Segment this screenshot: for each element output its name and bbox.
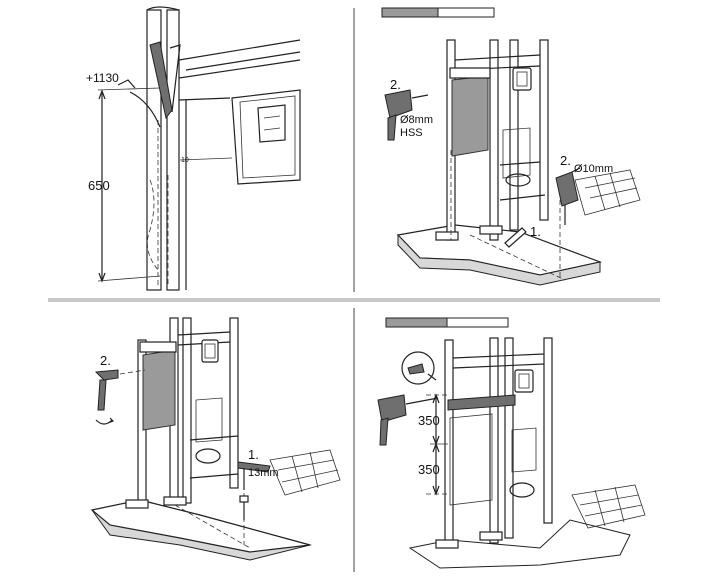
panel-marking-height: 10 +1130 650 (86, 6, 301, 291)
step-2-left: 2. (390, 77, 401, 92)
drill-spec-right: Ø10mm (574, 163, 613, 175)
drill-spec-line1: Ø8mm (400, 114, 433, 126)
dimension-650: 650 (88, 178, 110, 193)
bolt-wrench-icon (237, 461, 271, 520)
drill-icon-wall (377, 394, 439, 446)
wrench-icon (94, 369, 119, 425)
step-progress-bar-bottom (385, 317, 509, 328)
height-mark-label: +1130 (86, 71, 119, 85)
frame-mark: 10 (181, 157, 189, 164)
magnifier-icon (401, 351, 437, 385)
dimension-350-upper: 350 (418, 413, 440, 428)
panel-wall-fixing: 350 350 (377, 317, 646, 569)
step-1-bolt: 1. (248, 447, 259, 462)
panel-drilling: 2. Ø8mm HSS 2. Ø10mm 1. (381, 7, 641, 286)
step-2-right: 2. (560, 153, 571, 168)
drill-icon (384, 89, 429, 141)
step-1: 1. (530, 224, 541, 239)
bolt-size-label: 13mm (248, 467, 279, 479)
step-2-wrench: 2. (100, 353, 111, 368)
marker-icon (504, 227, 527, 248)
drill-spec-line2: HSS (400, 127, 423, 139)
dimension-350-lower: 350 (418, 462, 440, 477)
drill-icon-right (555, 167, 581, 225)
panel-bolting: 2. 1. 13mm (90, 317, 341, 561)
step-progress-bar-top (381, 7, 495, 18)
